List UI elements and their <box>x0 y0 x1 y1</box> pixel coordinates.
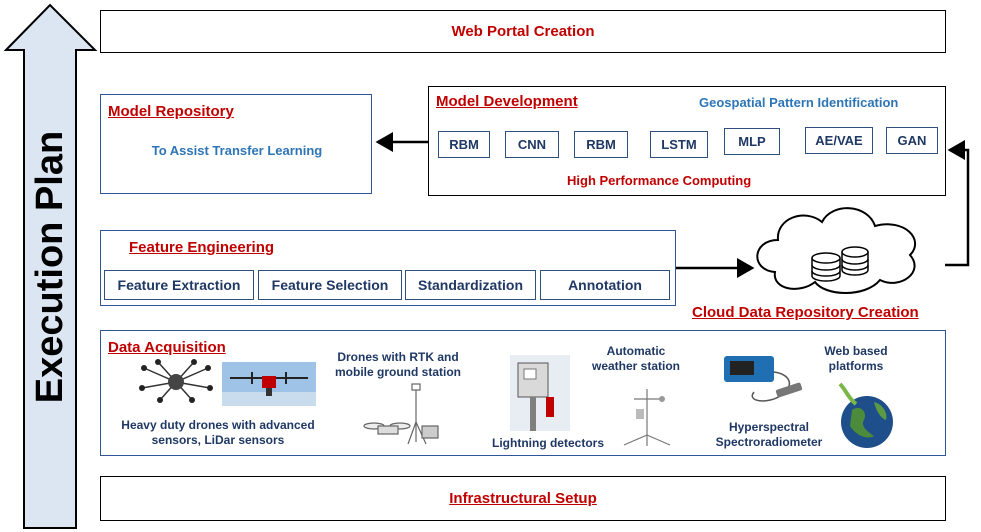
drone-icon <box>139 359 213 403</box>
feature-step: Feature Selection <box>258 270 402 300</box>
model-repository-title: Model Repository <box>108 103 234 120</box>
drones-caption: Heavy duty drones with advanced sensors,… <box>121 418 315 447</box>
globe-icon <box>838 382 893 448</box>
spectroradiometer-icon <box>724 356 803 402</box>
cloud-icon <box>756 207 916 294</box>
rtk-drone-icon <box>363 383 439 445</box>
feature-step: Annotation <box>540 270 670 300</box>
weather-station-icon <box>623 389 671 446</box>
model-chip: GAN <box>886 127 938 154</box>
lightning-detector-icon <box>510 355 570 431</box>
web-platforms-caption: Web based platforms <box>824 344 888 373</box>
spectro-caption: Hyperspectral Spectroradiometer <box>715 420 823 449</box>
model-chip: RBM <box>438 131 490 158</box>
infrastructure-box: Infrastructural Setup <box>100 476 946 521</box>
rtk-caption: Drones with RTK and mobile ground statio… <box>335 350 461 379</box>
weather-caption: Automatic weather station <box>591 344 681 373</box>
model-chip: RBM <box>574 131 628 158</box>
model-chip: MLP <box>724 128 780 155</box>
execution-arrow <box>3 3 98 529</box>
drone-photo-icon <box>222 362 316 406</box>
data-acquisition-title: Data Acquisition <box>108 339 226 356</box>
cloud-repository-label: Cloud Data Repository Creation <box>692 304 919 321</box>
web-portal-label: Web Portal Creation <box>451 23 595 40</box>
model-development-note: Geospatial Pattern Identification <box>699 95 899 110</box>
feature-step: Standardization <box>405 270 536 300</box>
model-repository-subtitle: To Assist Transfer Learning <box>151 143 323 158</box>
feature-engineering-title: Feature Engineering <box>129 239 275 256</box>
model-chip: LSTM <box>650 131 708 158</box>
web-portal-box: Web Portal Creation <box>100 10 946 53</box>
model-development-title: Model Development <box>436 93 578 110</box>
model-development-footer: High Performance Computing <box>567 173 752 188</box>
feature-step: Feature Extraction <box>104 270 254 300</box>
model-repository-box: Model Repository To Assist Transfer Lear… <box>100 94 372 194</box>
model-chip: AE/VAE <box>805 127 873 154</box>
model-chip: CNN <box>505 131 559 158</box>
infrastructure-label: Infrastructural Setup <box>449 490 597 507</box>
lightning-caption: Lightning detectors <box>492 436 604 450</box>
